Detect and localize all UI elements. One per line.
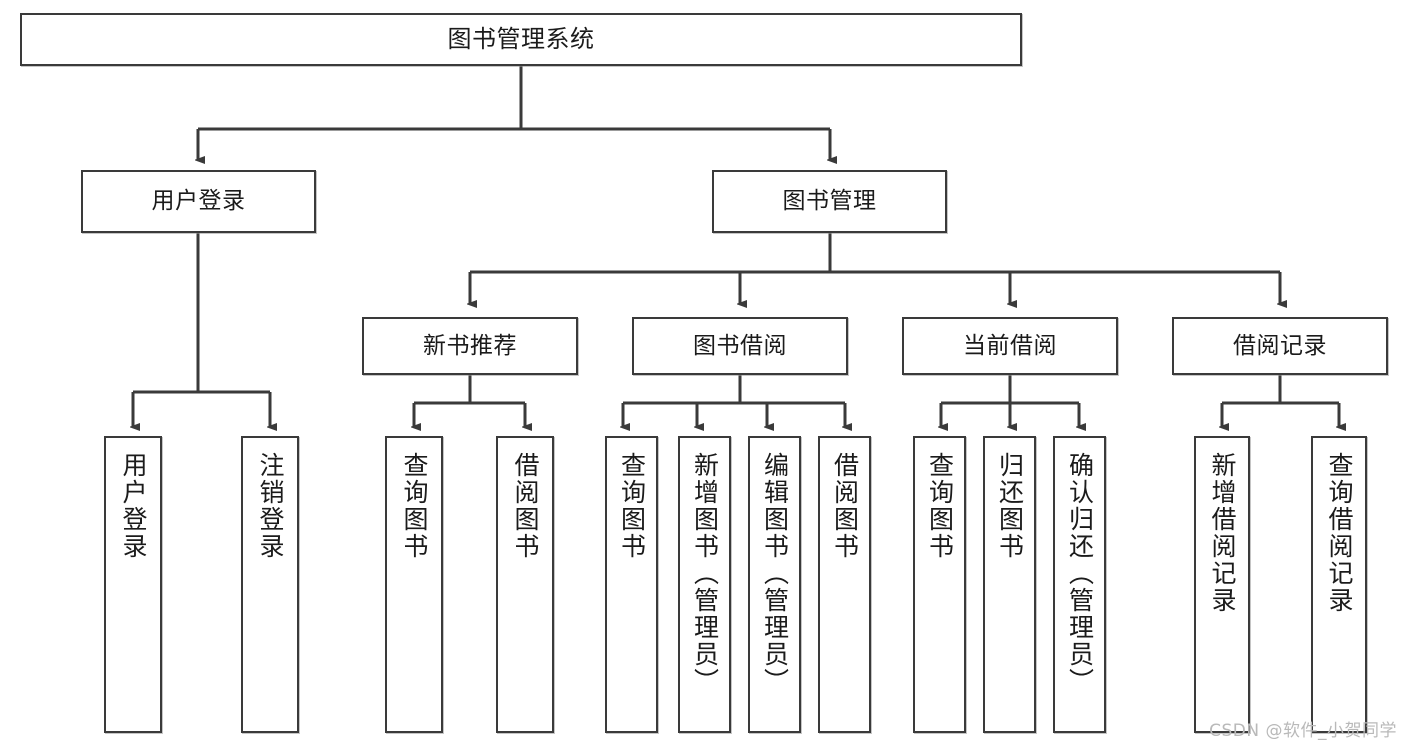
leaf-record-query-record[interactable]: 查询借阅记录	[1311, 436, 1367, 733]
node-label: 查询图书	[617, 452, 647, 560]
node-label: 注销登录	[256, 452, 285, 560]
node-new-book-recommend[interactable]: 新书推荐	[362, 317, 578, 375]
node-label: 归还图书	[995, 452, 1025, 560]
leaf-record-add-record[interactable]: 新增借阅记录	[1194, 436, 1250, 733]
node-label: 新书推荐	[423, 332, 517, 359]
leaf-user-login-signin[interactable]: 用户登录	[104, 436, 162, 733]
leaf-borrow-add-book-admin[interactable]: 新增图书（管理员）	[678, 436, 731, 733]
node-label: 借阅记录	[1233, 332, 1327, 359]
leaf-current-return-book[interactable]: 归还图书	[983, 436, 1036, 733]
leaf-recommend-query-book[interactable]: 查询图书	[385, 436, 443, 733]
leaf-current-query-book[interactable]: 查询图书	[913, 436, 966, 733]
node-label: 编辑图书（管理员）	[760, 452, 790, 695]
node-label: 查询图书	[400, 452, 429, 560]
node-label: 图书管理	[782, 188, 877, 215]
leaf-current-confirm-return-admin[interactable]: 确认归还（管理员）	[1053, 436, 1106, 733]
node-label: 借阅图书	[511, 452, 540, 560]
node-label: 借阅图书	[830, 452, 860, 560]
node-label: 确认归还（管理员）	[1065, 452, 1095, 695]
node-label: 查询图书	[925, 452, 955, 560]
node-book-management[interactable]: 图书管理	[712, 170, 947, 233]
leaf-recommend-borrow-book[interactable]: 借阅图书	[496, 436, 554, 733]
node-label: 新增借阅记录	[1208, 452, 1237, 614]
csdn-watermark: CSDN @软件_小贺同学	[1209, 721, 1397, 741]
node-user-login[interactable]: 用户登录	[81, 170, 316, 233]
leaf-borrow-edit-book-admin[interactable]: 编辑图书（管理员）	[748, 436, 801, 733]
node-book-borrow[interactable]: 图书借阅	[632, 317, 848, 375]
node-root-system[interactable]: 图书管理系统	[20, 13, 1022, 66]
node-label: 新增图书（管理员）	[690, 452, 720, 695]
node-borrow-record[interactable]: 借阅记录	[1172, 317, 1388, 375]
leaf-user-login-signout[interactable]: 注销登录	[241, 436, 299, 733]
node-label: 图书借阅	[693, 332, 787, 359]
node-label: 当前借阅	[963, 332, 1057, 359]
node-label: 用户登录	[151, 188, 246, 215]
leaf-borrow-query-book[interactable]: 查询图书	[605, 436, 658, 733]
node-label: 查询借阅记录	[1325, 452, 1354, 614]
node-label: 用户登录	[119, 452, 148, 560]
node-current-borrow[interactable]: 当前借阅	[902, 317, 1118, 375]
node-label: 图书管理系统	[447, 24, 595, 53]
leaf-borrow-borrow-book[interactable]: 借阅图书	[818, 436, 871, 733]
